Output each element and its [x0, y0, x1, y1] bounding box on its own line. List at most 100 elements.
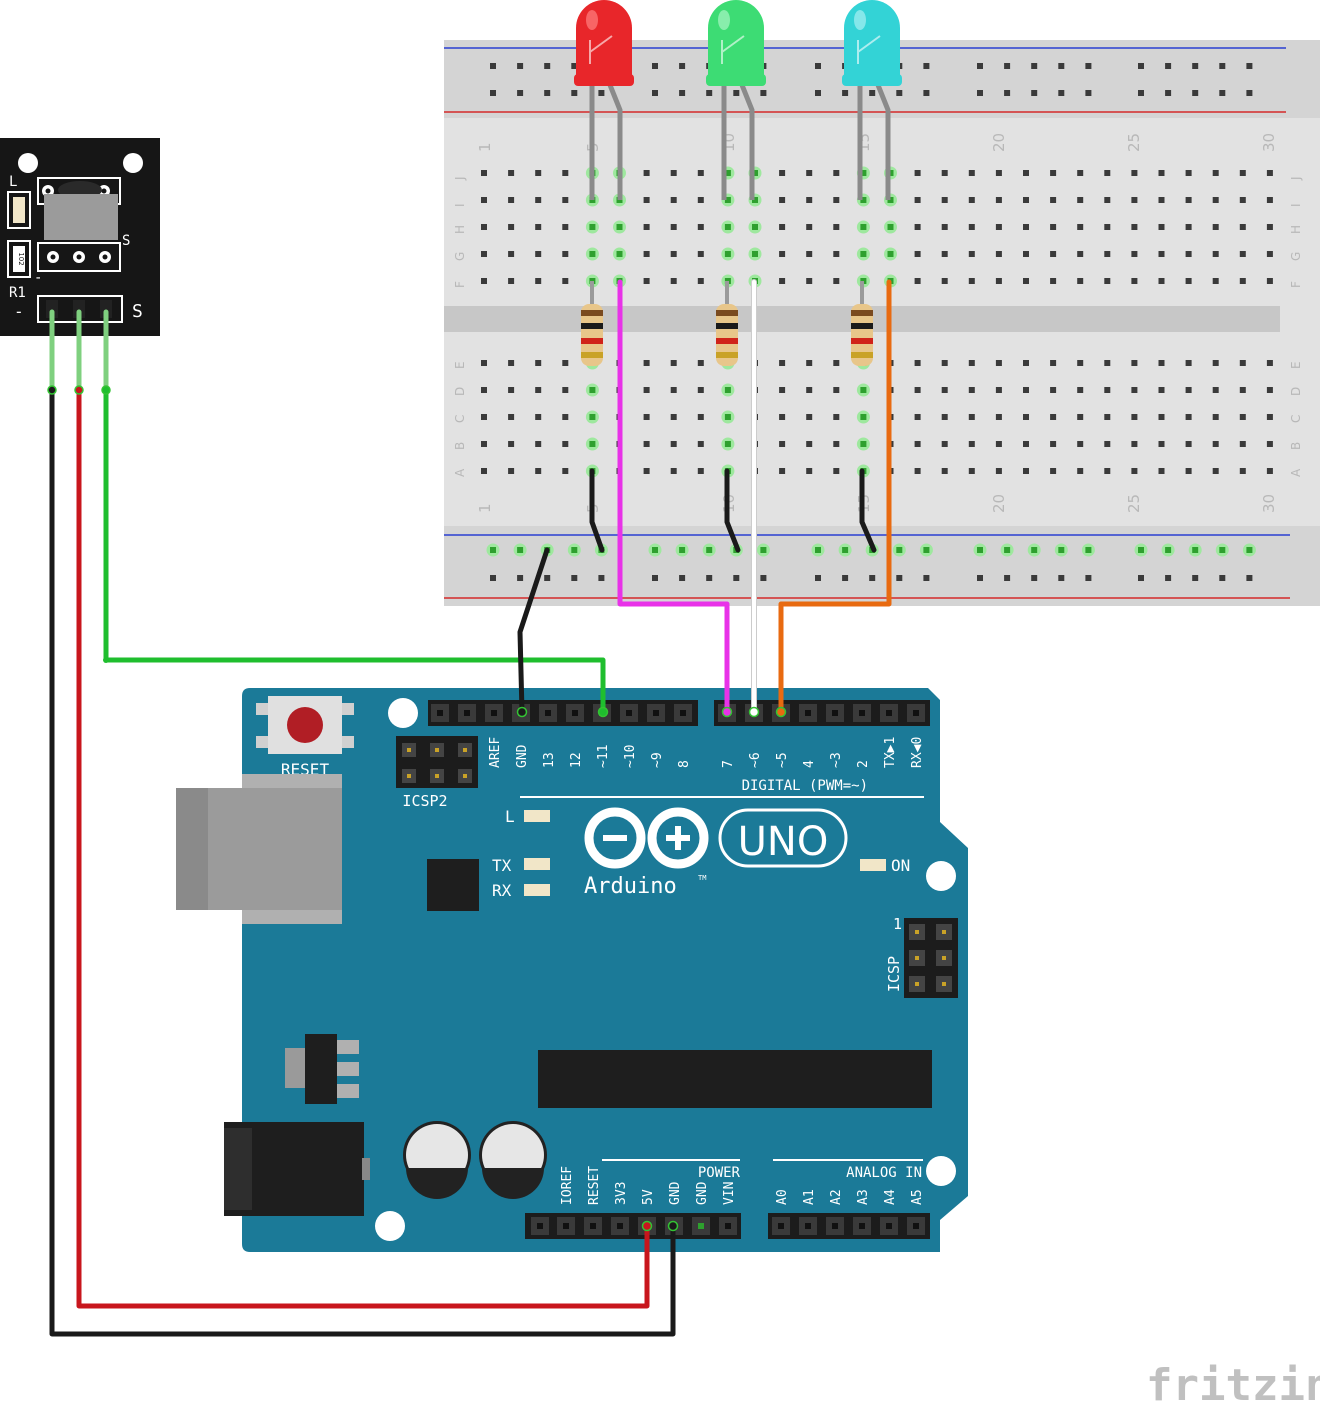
- wire-endpoint: [74, 385, 84, 395]
- breadboard-hole: [616, 224, 623, 230]
- rail-hole: [679, 547, 686, 553]
- resistor-band: [851, 310, 873, 316]
- breadboard-hole: [995, 197, 1002, 203]
- digital-pin-label: TX▶1: [883, 737, 898, 768]
- breadboard-hole: [1185, 224, 1192, 230]
- breadboard-hole: [833, 414, 840, 420]
- rail-hole: [896, 575, 903, 581]
- breadboard-hole: [670, 224, 677, 230]
- breadboard-hole: [1077, 278, 1084, 284]
- breadboard-hole: [1131, 387, 1138, 393]
- wire-endpoint: [775, 706, 787, 718]
- resistor-band: [581, 310, 603, 316]
- breadboard-hole: [481, 170, 487, 176]
- ir-label-r1: R1: [9, 285, 26, 301]
- rail-hole: [517, 547, 524, 553]
- analog-hole: [859, 1223, 865, 1229]
- breadboard-hole: [508, 441, 515, 447]
- resistor: [851, 304, 873, 366]
- breadboard-hole: [535, 414, 542, 420]
- breadboard-hole: [1266, 441, 1273, 447]
- breadboard-hole: [1239, 251, 1246, 257]
- breadboard-hole: [968, 360, 975, 366]
- ir-label-minus-top: -: [34, 270, 42, 286]
- breadboard-hole: [1185, 414, 1192, 420]
- jumper-cyan-led-gnd: [859, 468, 877, 553]
- rail-hole: [815, 63, 821, 69]
- breadboard-hole: [643, 360, 650, 366]
- mounting-hole: [926, 861, 956, 891]
- breadboard-hole: [1185, 360, 1192, 366]
- rail-hole: [1192, 63, 1199, 69]
- rail-hole: [977, 90, 983, 96]
- rail-hole: [1031, 547, 1038, 553]
- rail-hole: [544, 63, 551, 69]
- row-letter-left: H: [453, 225, 467, 234]
- breadboard-hole: [995, 170, 1002, 176]
- led-anvil: [857, 35, 881, 64]
- rail-hole: [706, 547, 713, 553]
- icsp2-pin-tip: [407, 774, 411, 778]
- ir-sensor-body: [44, 194, 118, 240]
- breadboard-hole: [968, 387, 975, 393]
- led-body: [576, 0, 632, 80]
- icsp-label: ICSP: [885, 956, 903, 992]
- rail-hole: [760, 547, 767, 553]
- breadboard-hole: [643, 441, 650, 447]
- rail-hole: [517, 63, 524, 69]
- breadboard-hole: [562, 387, 569, 393]
- mounting-hole: [375, 1211, 405, 1241]
- breadboard-hole: [1050, 224, 1057, 230]
- power-hole: [617, 1223, 623, 1229]
- column-number-bottom: 30: [1260, 494, 1278, 513]
- breadboard-hole: [1104, 278, 1111, 284]
- led-cyan: [842, 0, 902, 200]
- header-hole: [572, 710, 578, 716]
- rail-hole: [1219, 63, 1226, 69]
- breadboard-hole: [1185, 251, 1192, 257]
- breadboard-hole: [643, 224, 650, 230]
- regulator-lead: [337, 1084, 359, 1098]
- row-letter-left: B: [453, 442, 467, 450]
- fritzing-watermark: fritzing: [1146, 1360, 1320, 1411]
- power-pin-label: GND: [695, 1181, 710, 1205]
- breadboard-hole: [724, 197, 731, 203]
- icsp-pin-tip: [915, 982, 919, 986]
- led-outline: [7, 191, 31, 229]
- rail-hole: [1058, 547, 1065, 553]
- smd-led: [13, 197, 25, 223]
- breadboard-hole: [752, 170, 758, 176]
- row-letter-left: J: [453, 176, 467, 181]
- breadboard-hole: [1077, 251, 1084, 257]
- breadboard-hole: [1185, 468, 1192, 474]
- reset-button-cap[interactable]: [287, 707, 323, 743]
- digital-pin-label: RX◀0: [910, 737, 925, 768]
- power-pin-label: 3V3: [614, 1182, 629, 1205]
- breadboard-hole: [1104, 468, 1111, 474]
- breadboard-hole: [860, 387, 867, 393]
- breadboard-hole: [562, 441, 569, 447]
- row-letter-left: E: [453, 361, 467, 369]
- logo-left-loop: [584, 807, 646, 869]
- ir-header-pin: [46, 300, 58, 318]
- breadboard-hole: [508, 197, 515, 203]
- breadboard-hole: [968, 197, 975, 203]
- wire-endpoint: [641, 1220, 653, 1232]
- breadboard-hole: [995, 387, 1002, 393]
- regulator-lead: [337, 1062, 359, 1076]
- rail-hole: [1085, 63, 1092, 69]
- breadboard-hole: [643, 278, 650, 284]
- pad-hole: [76, 254, 82, 260]
- rail-hole: [1246, 575, 1253, 581]
- breadboard-hole: [1104, 387, 1111, 393]
- breadboard-hole: [1185, 170, 1192, 176]
- breadboard-hole: [833, 278, 840, 284]
- led-highlight: [718, 10, 730, 30]
- row-letter-left: A: [453, 468, 467, 477]
- icsp-pin-tip: [942, 982, 946, 986]
- breadboard-hole: [941, 170, 948, 176]
- rail-hole: [1165, 63, 1172, 69]
- rail-hole: [517, 90, 524, 96]
- breadboard-hole: [968, 278, 975, 284]
- breadboard-hole: [643, 197, 650, 203]
